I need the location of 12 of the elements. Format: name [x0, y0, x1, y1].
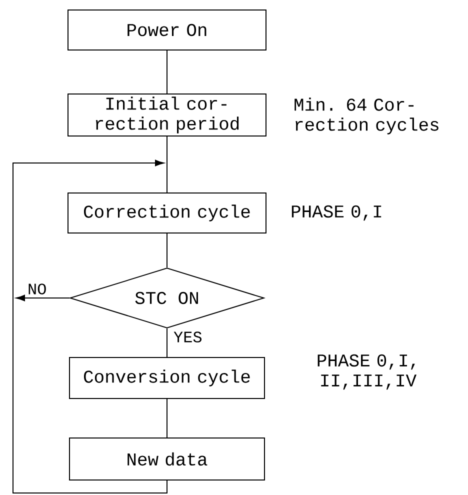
arrow	[16, 294, 70, 302]
process-box: Power On	[68, 10, 266, 50]
process-box: Conversion cycle	[69, 357, 265, 399]
annotation-text: PHASE 0,I	[292, 205, 382, 221]
annotation-text: Min. 64 Cor- rection cycles	[294, 98, 438, 134]
edge-label: YES	[172, 330, 204, 344]
arrow	[12, 160, 168, 494]
process-box: Correction cycle	[68, 192, 266, 234]
process-box: Initial cor- rection period	[68, 94, 266, 136]
annotation-text: PHASE 0,I, II,III,IV	[318, 354, 416, 390]
process-box: New data	[69, 438, 265, 480]
edge-label: NO	[26, 282, 48, 296]
